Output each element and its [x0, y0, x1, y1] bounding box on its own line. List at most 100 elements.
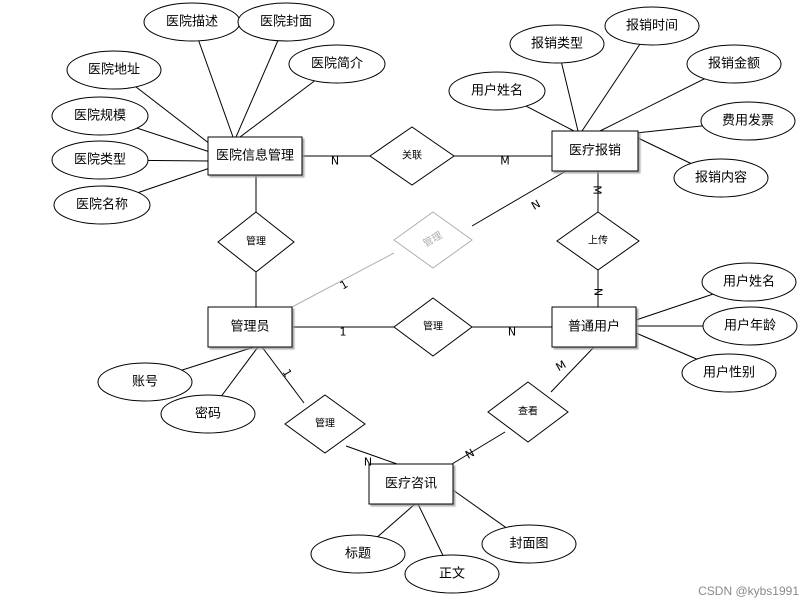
- attribute-a-hosp-type[interactable]: 医院类型: [51, 140, 149, 180]
- attribute-ellipse: [51, 140, 149, 180]
- attribute-label: 报销时间: [626, 19, 678, 34]
- relationship-diamond: [217, 211, 295, 273]
- attribute-ellipse: [160, 394, 256, 434]
- cardinality-c7: 1: [340, 326, 347, 339]
- attribute-ellipse: [681, 353, 777, 393]
- entity-box: [551, 306, 637, 348]
- cardinality-c5: M: [591, 185, 604, 195]
- cardinality-c2: M: [500, 155, 510, 168]
- cardinality-c12: M: [554, 358, 569, 374]
- attribute-ellipse: [702, 306, 798, 346]
- entity-reimburse[interactable]: 医疗报销: [551, 130, 639, 172]
- attribute-a-hosp-cover[interactable]: 医院封面: [237, 2, 335, 42]
- attribute-ellipse: [701, 262, 797, 302]
- attribute-label: 正文: [439, 567, 465, 582]
- relationship-connector-5: [471, 170, 567, 227]
- attribute-label: 医院描述: [166, 15, 218, 30]
- entity-box: [368, 463, 454, 505]
- attribute-label: 费用发票: [722, 113, 774, 129]
- attribute-label: 用户性别: [703, 365, 755, 381]
- relationship-connector-11: [345, 445, 398, 465]
- relationship-rel-upload[interactable]: 上传: [556, 211, 640, 271]
- attribute-a-admin-account[interactable]: 账号: [97, 362, 193, 402]
- relationship-rel-manage-user[interactable]: 管理: [393, 297, 473, 357]
- attribute-a-consult-cover[interactable]: 封面图: [481, 524, 577, 564]
- attribute-ellipse: [66, 50, 162, 90]
- attribute-label: 封面图: [509, 537, 548, 552]
- attribute-label: 医院名称: [76, 197, 128, 213]
- relationship-rel-view[interactable]: 查看: [487, 381, 569, 443]
- attribute-a-admin-pwd[interactable]: 密码: [160, 394, 256, 434]
- entity-admin[interactable]: 管理员: [207, 306, 293, 348]
- cardinality-c11: N: [463, 446, 477, 461]
- attribute-label: 用户年龄: [724, 318, 776, 334]
- attribute-ellipse: [700, 101, 796, 141]
- attribute-a-reimb-time[interactable]: 报销时间: [604, 6, 700, 46]
- attribute-label: 医院简介: [311, 56, 363, 72]
- attribute-label: 账号: [132, 375, 158, 390]
- attribute-a-reimb-amount[interactable]: 报销金额: [686, 44, 782, 84]
- attribute-label: 用户姓名: [471, 83, 523, 99]
- attribute-ellipse: [404, 554, 500, 594]
- attribute-a-consult-body[interactable]: 正文: [404, 554, 500, 594]
- cardinality-c1: N: [331, 155, 339, 168]
- attribute-a-reimb-invoice[interactable]: 费用发票: [700, 101, 796, 141]
- relationship-rel-manage-reimb[interactable]: 管理: [393, 211, 473, 269]
- relationship-connector-13: [550, 346, 595, 393]
- entity-hospital[interactable]: 医院信息管理: [207, 136, 303, 176]
- relationship-label: 管理: [246, 235, 266, 248]
- cardinality-c4: 1: [338, 278, 351, 293]
- watermark: CSDN @kybs1991: [698, 584, 799, 598]
- attribute-label: 报销金额: [708, 56, 760, 72]
- attribute-label: 医院规模: [74, 109, 126, 124]
- entity-label: 普通用户: [568, 319, 620, 335]
- attribute-label: 医院地址: [88, 63, 140, 78]
- relationship-diamond: [284, 394, 366, 454]
- relationship-diamond: [369, 126, 455, 186]
- cardinality-c6: N: [592, 288, 605, 296]
- attribute-a-user-gender[interactable]: 用户性别: [681, 353, 777, 393]
- attribute-ellipse: [237, 2, 335, 42]
- relationship-rel-manage-consult[interactable]: 管理: [284, 394, 366, 454]
- relationship-rel-assoc[interactable]: 关联: [369, 126, 455, 186]
- relationship-connector-12: [451, 431, 506, 465]
- entity-label: 医疗报销: [569, 144, 621, 159]
- attribute-a-user-age[interactable]: 用户年龄: [702, 306, 798, 346]
- attribute-ellipse: [448, 71, 546, 111]
- attribute-a-reimb-user[interactable]: 用户姓名: [448, 71, 546, 111]
- attribute-label: 报销内容: [695, 170, 747, 186]
- cardinality-c3: N: [529, 197, 543, 212]
- entity-box: [207, 136, 303, 176]
- attribute-label: 密码: [195, 406, 221, 422]
- attribute-ellipse: [673, 158, 769, 198]
- entity-box: [207, 306, 293, 348]
- attribute-label: 医院封面: [260, 15, 312, 30]
- relationship-connector-4: [291, 252, 395, 308]
- attribute-a-reimb-content[interactable]: 报销内容: [673, 158, 769, 198]
- attribute-a-hosp-desc[interactable]: 医院描述: [143, 2, 241, 42]
- attribute-ellipse: [481, 524, 577, 564]
- attribute-ellipse: [53, 185, 151, 225]
- attribute-a-hosp-scale[interactable]: 医院规模: [51, 96, 149, 136]
- attribute-a-reimb-type[interactable]: 报销类型: [509, 24, 605, 64]
- attribute-a-hosp-intro[interactable]: 医院简介: [288, 44, 386, 84]
- relationship-label: 管理: [315, 417, 335, 430]
- attribute-a-user-name[interactable]: 用户姓名: [701, 262, 797, 302]
- attribute-label: 用户姓名: [723, 274, 775, 290]
- relationship-diamond: [487, 381, 569, 443]
- relationship-diamond: [556, 211, 640, 271]
- entity-user[interactable]: 普通用户: [551, 306, 637, 348]
- cardinality-c9: 1: [280, 367, 295, 380]
- relationship-label: 关联: [402, 149, 422, 162]
- relationship-rel-manage-hosp[interactable]: 管理: [217, 211, 295, 273]
- attribute-a-consult-title[interactable]: 标题: [310, 534, 406, 574]
- entity-consult[interactable]: 医疗咨讯: [368, 463, 454, 505]
- relationship-diamond: [393, 297, 473, 357]
- attribute-a-hosp-name[interactable]: 医院名称: [53, 185, 151, 225]
- relationship-label: 管理: [423, 320, 443, 333]
- attribute-a-hosp-addr[interactable]: 医院地址: [66, 50, 162, 90]
- relationship-label: 上传: [588, 235, 608, 247]
- attribute-ellipse: [686, 44, 782, 84]
